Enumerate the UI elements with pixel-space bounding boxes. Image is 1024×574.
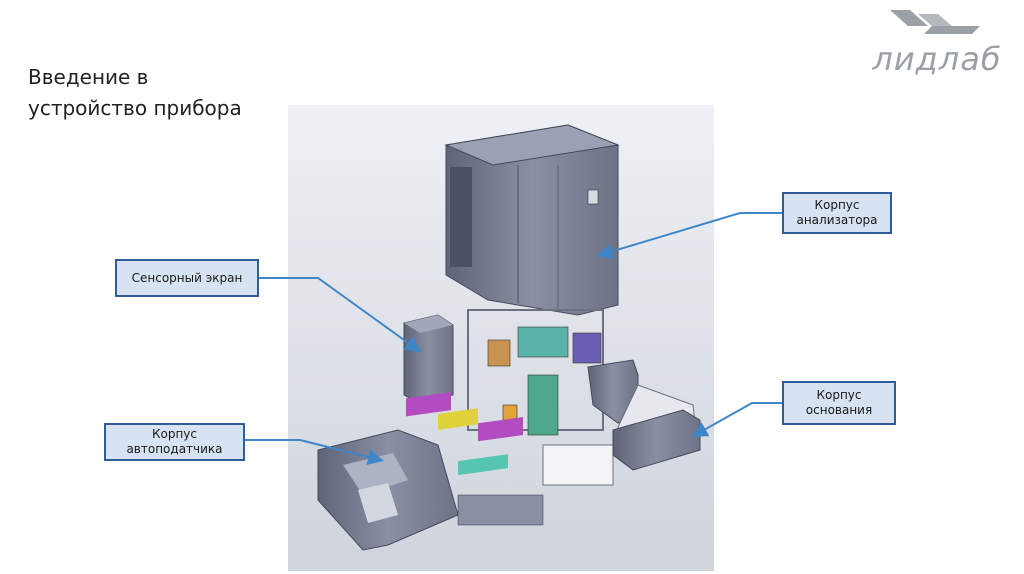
- touchscreen-unit: [403, 314, 454, 404]
- company-logo: лидлаб: [862, 4, 1012, 82]
- callout-autosampler-housing: Корпус автоподатчика: [104, 423, 245, 461]
- logo-text: лидлаб: [872, 40, 1002, 78]
- slide-title-line-1: Введение в: [28, 65, 149, 89]
- callout-analyzer-line-1: Корпус: [814, 198, 860, 212]
- callout-autosampler-line-2: автоподатчика: [126, 442, 223, 456]
- callout-touchscreen: Сенсорный экран: [115, 259, 259, 297]
- logo-mark-icon: [890, 10, 980, 34]
- sample-racks: [406, 392, 544, 526]
- callout-autosampler-line-1: Корпус: [151, 427, 197, 441]
- callout-base-line-1: Корпус: [816, 388, 862, 402]
- callout-base-line-2: основания: [805, 403, 873, 417]
- slide-title-line-2: устройство прибора: [28, 96, 242, 120]
- callout-analyzer-housing: Корпус анализатора: [782, 192, 892, 234]
- callout-analyzer-line-2: анализатора: [796, 213, 878, 227]
- analyzer-housing: [444, 124, 620, 316]
- callout-base-housing: Корпус основания: [782, 381, 896, 425]
- instrument-render: [288, 105, 714, 571]
- slide-title: Введение в устройство прибора: [28, 62, 242, 124]
- callout-touchscreen-label: Сенсорный экран: [131, 270, 243, 285]
- base-housing: [587, 359, 701, 471]
